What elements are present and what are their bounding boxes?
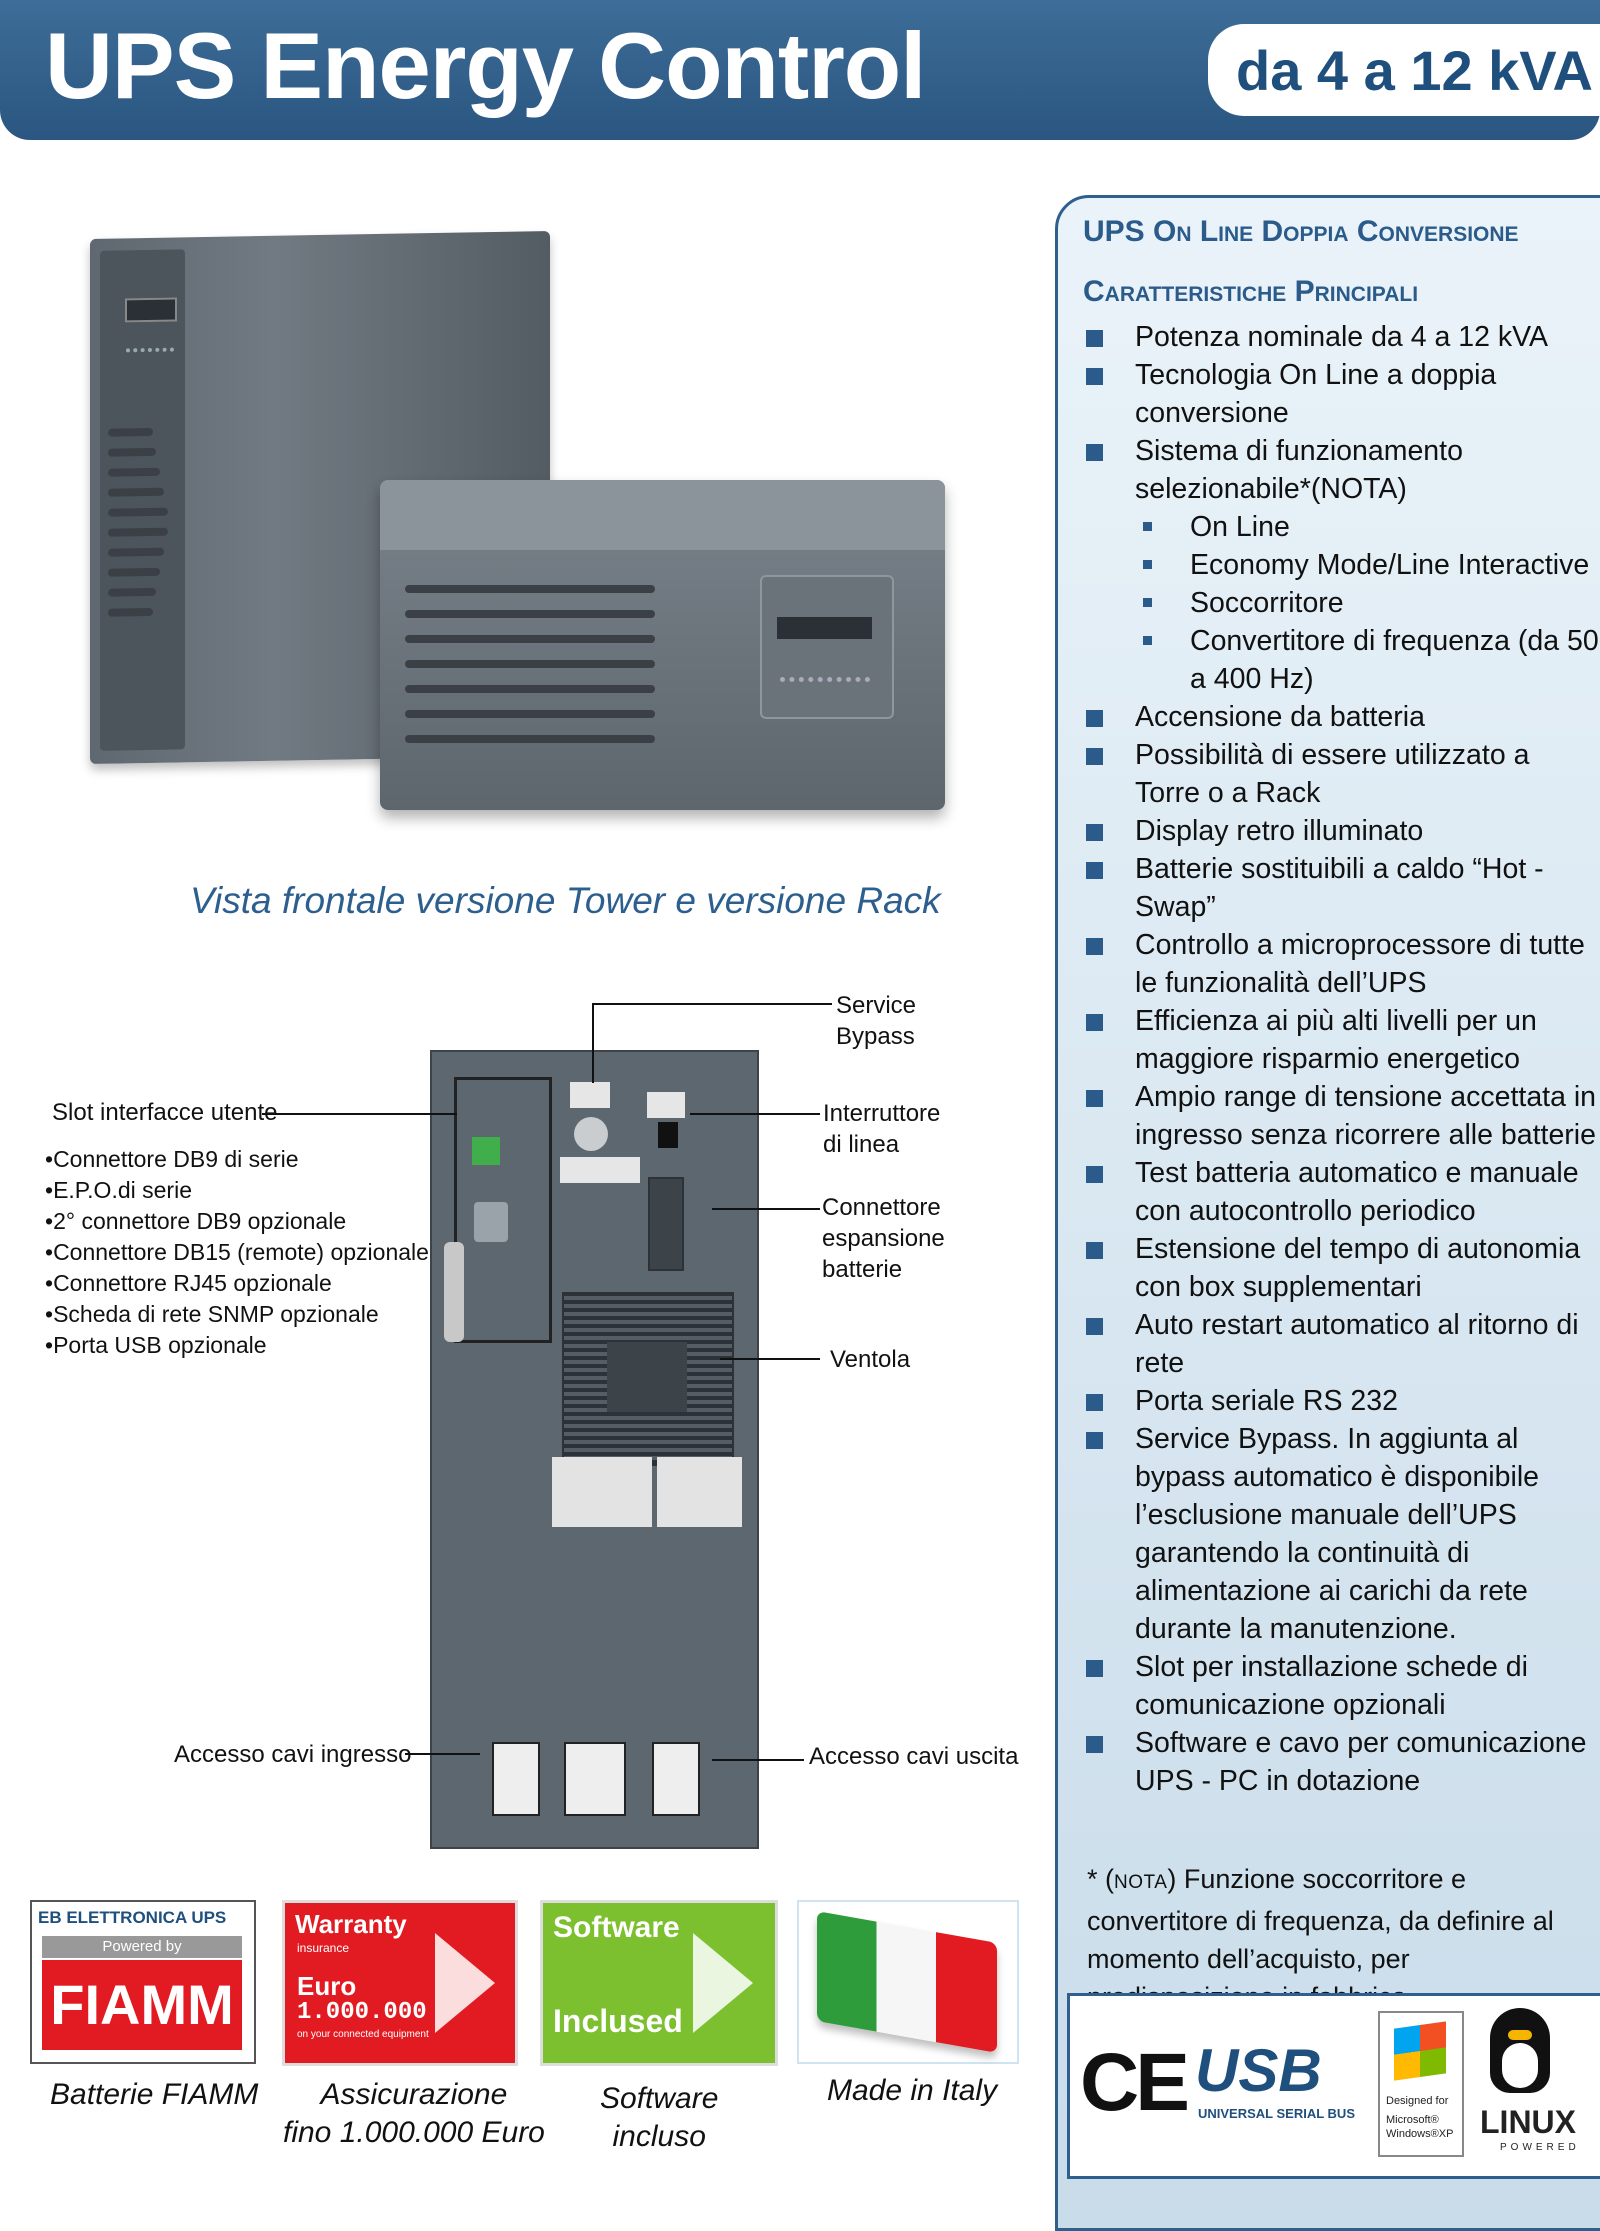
- list-item: Porta USB opzionale: [45, 1330, 429, 1361]
- italy-caption: Made in Italy: [827, 2074, 998, 2107]
- feature-item: Porta seriale RS 232: [1080, 1382, 1600, 1420]
- windows-flag-icon: [1394, 2021, 1446, 2081]
- feature-subitem: Convertitore di frequenza (da 50 a 400 H…: [1080, 622, 1600, 698]
- label-connettore-batterie: Connettore espansione batterie: [822, 1194, 945, 1283]
- feature-subitem: Economy Mode/Line Interactive: [1080, 546, 1600, 584]
- feature-subitem: On Line: [1080, 508, 1600, 546]
- list-item: Connettore DB9 di serie: [45, 1144, 429, 1175]
- software-caption: Software incluso: [600, 2082, 719, 2153]
- leader-connettore: [712, 1208, 820, 1210]
- label-slot-interfacce: Slot interfacce utente: [52, 1099, 278, 1126]
- feature-item: Ampio range di tensione accettata in ing…: [1080, 1078, 1600, 1154]
- feature-item: Estensione del tempo di autonomia con bo…: [1080, 1230, 1600, 1306]
- note-prefix: * (: [1087, 1864, 1114, 1894]
- leader-ingresso: [405, 1753, 480, 1755]
- fiamm-badge: EB ELETTRONICA UPS Powered by FIAMM: [30, 1900, 256, 2064]
- feature-item: Slot per installazione schede di comunic…: [1080, 1648, 1600, 1724]
- leader-interruttore: [690, 1113, 820, 1115]
- linux-tux-icon: [1490, 2008, 1550, 2093]
- linux-sub: POWERED: [1500, 2142, 1580, 2153]
- interface-list: Connettore DB9 di serie E.P.O.di serie 2…: [45, 1144, 429, 1361]
- feature-subitem: Soccorritore: [1080, 584, 1600, 622]
- feature-item: Software e cavo per comunicazione UPS - …: [1080, 1724, 1600, 1800]
- ce-logo: CE: [1080, 2037, 1190, 2128]
- warranty-badge: Warranty insurance Euro 1.000.000 on you…: [282, 1900, 518, 2066]
- feature-item: Tecnologia On Line a doppia conversione: [1080, 356, 1600, 432]
- list-item: E.P.O.di serie: [45, 1175, 429, 1206]
- list-item: Scheda di rete SNMP opzionale: [45, 1299, 429, 1330]
- feature-item: Potenza nominale da 4 a 12 kVA: [1080, 318, 1600, 356]
- leader-slot: [262, 1113, 457, 1115]
- italy-flag-badge: [797, 1900, 1019, 2064]
- windows-logo: Designed for Microsoft® Windows®XP: [1378, 2011, 1464, 2157]
- label-interruttore: Interruttore di linea: [823, 1100, 941, 1158]
- leader-uscita: [712, 1759, 804, 1761]
- photo-caption: Vista frontale versione Tower e versione…: [190, 880, 941, 921]
- linux-logo: LINUX: [1480, 2104, 1576, 2140]
- label-ventola: Ventola: [830, 1346, 911, 1373]
- label-cavi-ingresso: Accesso cavi ingresso: [174, 1741, 412, 1768]
- rack-ups-image: [380, 480, 945, 810]
- leader-service-bypass-vert: [592, 1003, 594, 1083]
- software-badge: Software Inclused: [540, 1900, 778, 2066]
- leader-ventola: [720, 1358, 820, 1360]
- list-item: 2° connettore DB9 opzionale: [45, 1206, 429, 1237]
- product-photo: [80, 230, 970, 850]
- feature-item: Accensione da batteria: [1080, 698, 1600, 736]
- panel-title: UPS On Line Doppia Conversione: [1083, 215, 1519, 248]
- feature-item: Sistema di funzionamento selezionabile*(…: [1080, 432, 1600, 508]
- range-text: da 4 a 12 kVA: [1236, 39, 1593, 102]
- ups-rear-panel-image: [430, 1050, 759, 1849]
- feature-item: Service Bypass. In aggiunta al bypass au…: [1080, 1420, 1600, 1648]
- certification-logos: CE USB UNIVERSAL SERIAL BUS Designed for…: [1067, 1993, 1600, 2179]
- feature-item: Efficienza ai più alti livelli per un ma…: [1080, 1002, 1600, 1078]
- feature-item: Batterie sostituibili a caldo “Hot - Swa…: [1080, 850, 1600, 926]
- label-service-bypass: Service Bypass: [836, 992, 917, 1050]
- features-list: Potenza nominale da 4 a 12 kVA Tecnologi…: [1080, 318, 1600, 1800]
- feature-item: Possibilità di essere utilizzato a Torre…: [1080, 736, 1600, 812]
- italy-flag-icon: [817, 1911, 997, 2053]
- leader-service-bypass: [592, 1003, 832, 1005]
- feature-item: Auto restart automatico al ritorno di re…: [1080, 1306, 1600, 1382]
- list-item: Connettore RJ45 opzionale: [45, 1268, 429, 1299]
- feature-item: Test batteria automatico e manuale con a…: [1080, 1154, 1600, 1230]
- fiamm-caption: Batterie FIAMM: [50, 2078, 259, 2111]
- features-panel: [1055, 195, 1600, 2231]
- label-cavi-uscita: Accesso cavi uscita: [809, 1743, 1019, 1770]
- note-tag: NOTA: [1114, 1872, 1168, 1893]
- usb-logo: USB: [1195, 2037, 1322, 2104]
- list-item: Connettore DB15 (remote) opzionale: [45, 1237, 429, 1268]
- warranty-caption: Assicurazione fino 1.000.000 Euro: [283, 2078, 545, 2149]
- usb-sub: UNIVERSAL SERIAL BUS: [1198, 2106, 1355, 2121]
- page-title: UPS Energy Control: [45, 13, 926, 118]
- feature-item: Controllo a microprocessore di tutte le …: [1080, 926, 1600, 1002]
- panel-subtitle: Caratteristiche Principali: [1083, 275, 1419, 308]
- feature-item: Display retro illuminato: [1080, 812, 1600, 850]
- range-badge: [1208, 24, 1600, 116]
